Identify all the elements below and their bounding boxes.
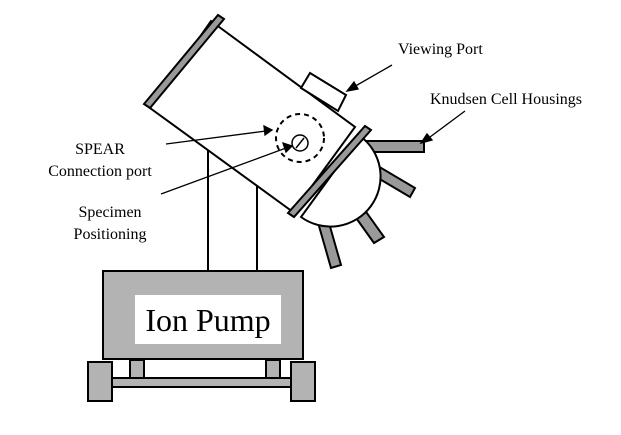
chamber-flange-right xyxy=(286,124,373,219)
cart-post-right xyxy=(265,359,281,379)
viewing-port xyxy=(299,71,348,113)
specimen-positioner-slash xyxy=(295,137,305,149)
label-spear-line2: Connection port xyxy=(48,163,152,180)
ion-pump-label: Ion Pump xyxy=(145,302,270,338)
ion-pump-label-panel xyxy=(135,295,281,344)
cart-wheel-left xyxy=(87,361,113,402)
arrow-viewing-port xyxy=(351,64,393,89)
ion-pump: Ion Pump xyxy=(102,270,304,360)
arrow-spear-head xyxy=(263,124,274,137)
arrow-knudsen-head xyxy=(419,132,434,145)
cart-wheel-right xyxy=(290,361,316,402)
arrow-specimen-head xyxy=(281,141,294,154)
label-specimen-line1: Specimen xyxy=(78,204,141,221)
cart-rail xyxy=(107,377,309,388)
knudsen-dome xyxy=(299,134,382,228)
arrow-spear xyxy=(165,130,267,145)
annotation-arrows xyxy=(160,64,466,195)
spear-connection-port xyxy=(275,113,325,163)
arrow-viewing-port-head xyxy=(345,80,360,92)
label-specimen-line2: Positioning xyxy=(74,226,147,243)
arrow-specimen xyxy=(160,147,287,195)
label-viewing-port: Viewing Port xyxy=(398,41,483,58)
chamber-flange-left xyxy=(142,13,226,110)
label-spear-line1: SPEAR xyxy=(75,141,125,158)
chamber xyxy=(142,13,382,228)
cart-post-left xyxy=(129,359,145,379)
label-knudsen-cell-housings: Knudsen Cell Housings xyxy=(430,91,582,108)
cart-base xyxy=(87,359,316,402)
arrow-knudsen xyxy=(425,110,466,141)
